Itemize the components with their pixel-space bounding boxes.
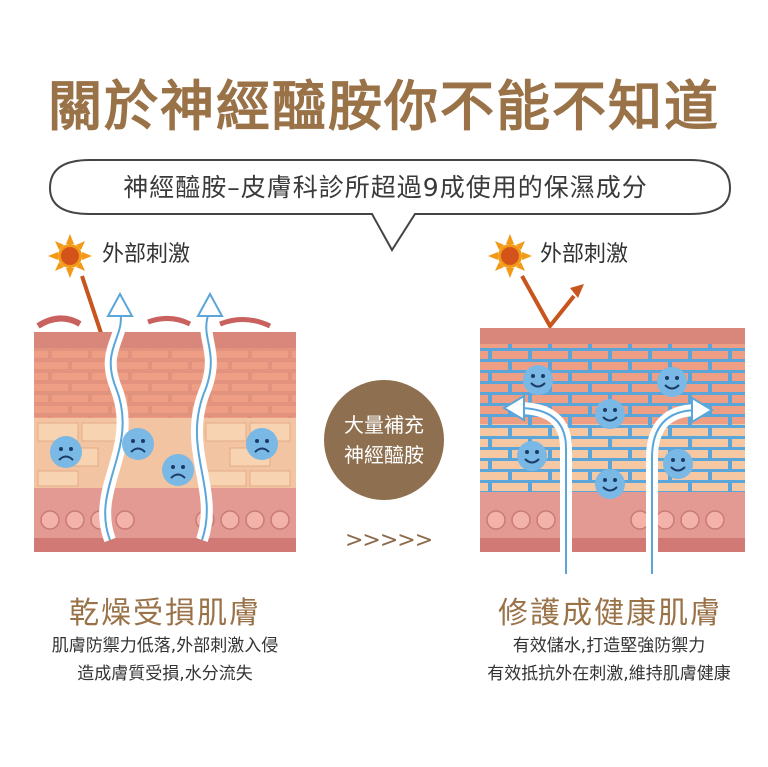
right-caption: 修護成健康肌膚 xyxy=(498,596,722,631)
sun-icon xyxy=(488,234,532,278)
left-caption: 乾燥受損肌膚 xyxy=(69,596,261,631)
right-external-label: 外部刺激 xyxy=(540,242,629,267)
left-description: 肌膚防禦力低落,外部刺激入侵 造成膚質受損,水分流失 xyxy=(0,632,330,688)
center-circle: 大量補充 神經醯胺 xyxy=(324,380,444,500)
center-line-1: 大量補充 xyxy=(344,413,424,437)
sun-icon xyxy=(48,234,92,278)
right-desc-line-2: 有效抵抗外在刺激,維持肌膚健康 xyxy=(487,664,731,684)
flow-arrows: >>>>> xyxy=(345,528,433,553)
right-skin-diagram xyxy=(480,234,745,574)
center-line-2: 神經醯胺 xyxy=(344,443,424,467)
left-skin-diagram xyxy=(34,234,296,552)
left-desc-line-2: 造成膚質受損,水分流失 xyxy=(77,664,253,684)
subtitle: 神經醯胺–皮膚科診所超過9成使用的保濕成分 xyxy=(123,173,648,202)
left-desc-line-1: 肌膚防禦力低落,外部刺激入侵 xyxy=(51,636,279,656)
right-description: 有效儲水,打造堅強防禦力 有效抵抗外在刺激,維持肌膚健康 xyxy=(450,632,768,688)
sad-face-icon xyxy=(50,428,278,486)
water-arrow-icon xyxy=(99,291,224,543)
page-title: 關於神經醯胺你不能不知道 xyxy=(48,75,720,138)
happy-face-icon xyxy=(517,365,693,499)
left-external-label: 外部刺激 xyxy=(102,242,191,267)
water-arrow-icon xyxy=(502,394,714,574)
right-desc-line-1: 有效儲水,打造堅強防禦力 xyxy=(512,636,706,656)
speech-bubble xyxy=(48,159,732,252)
